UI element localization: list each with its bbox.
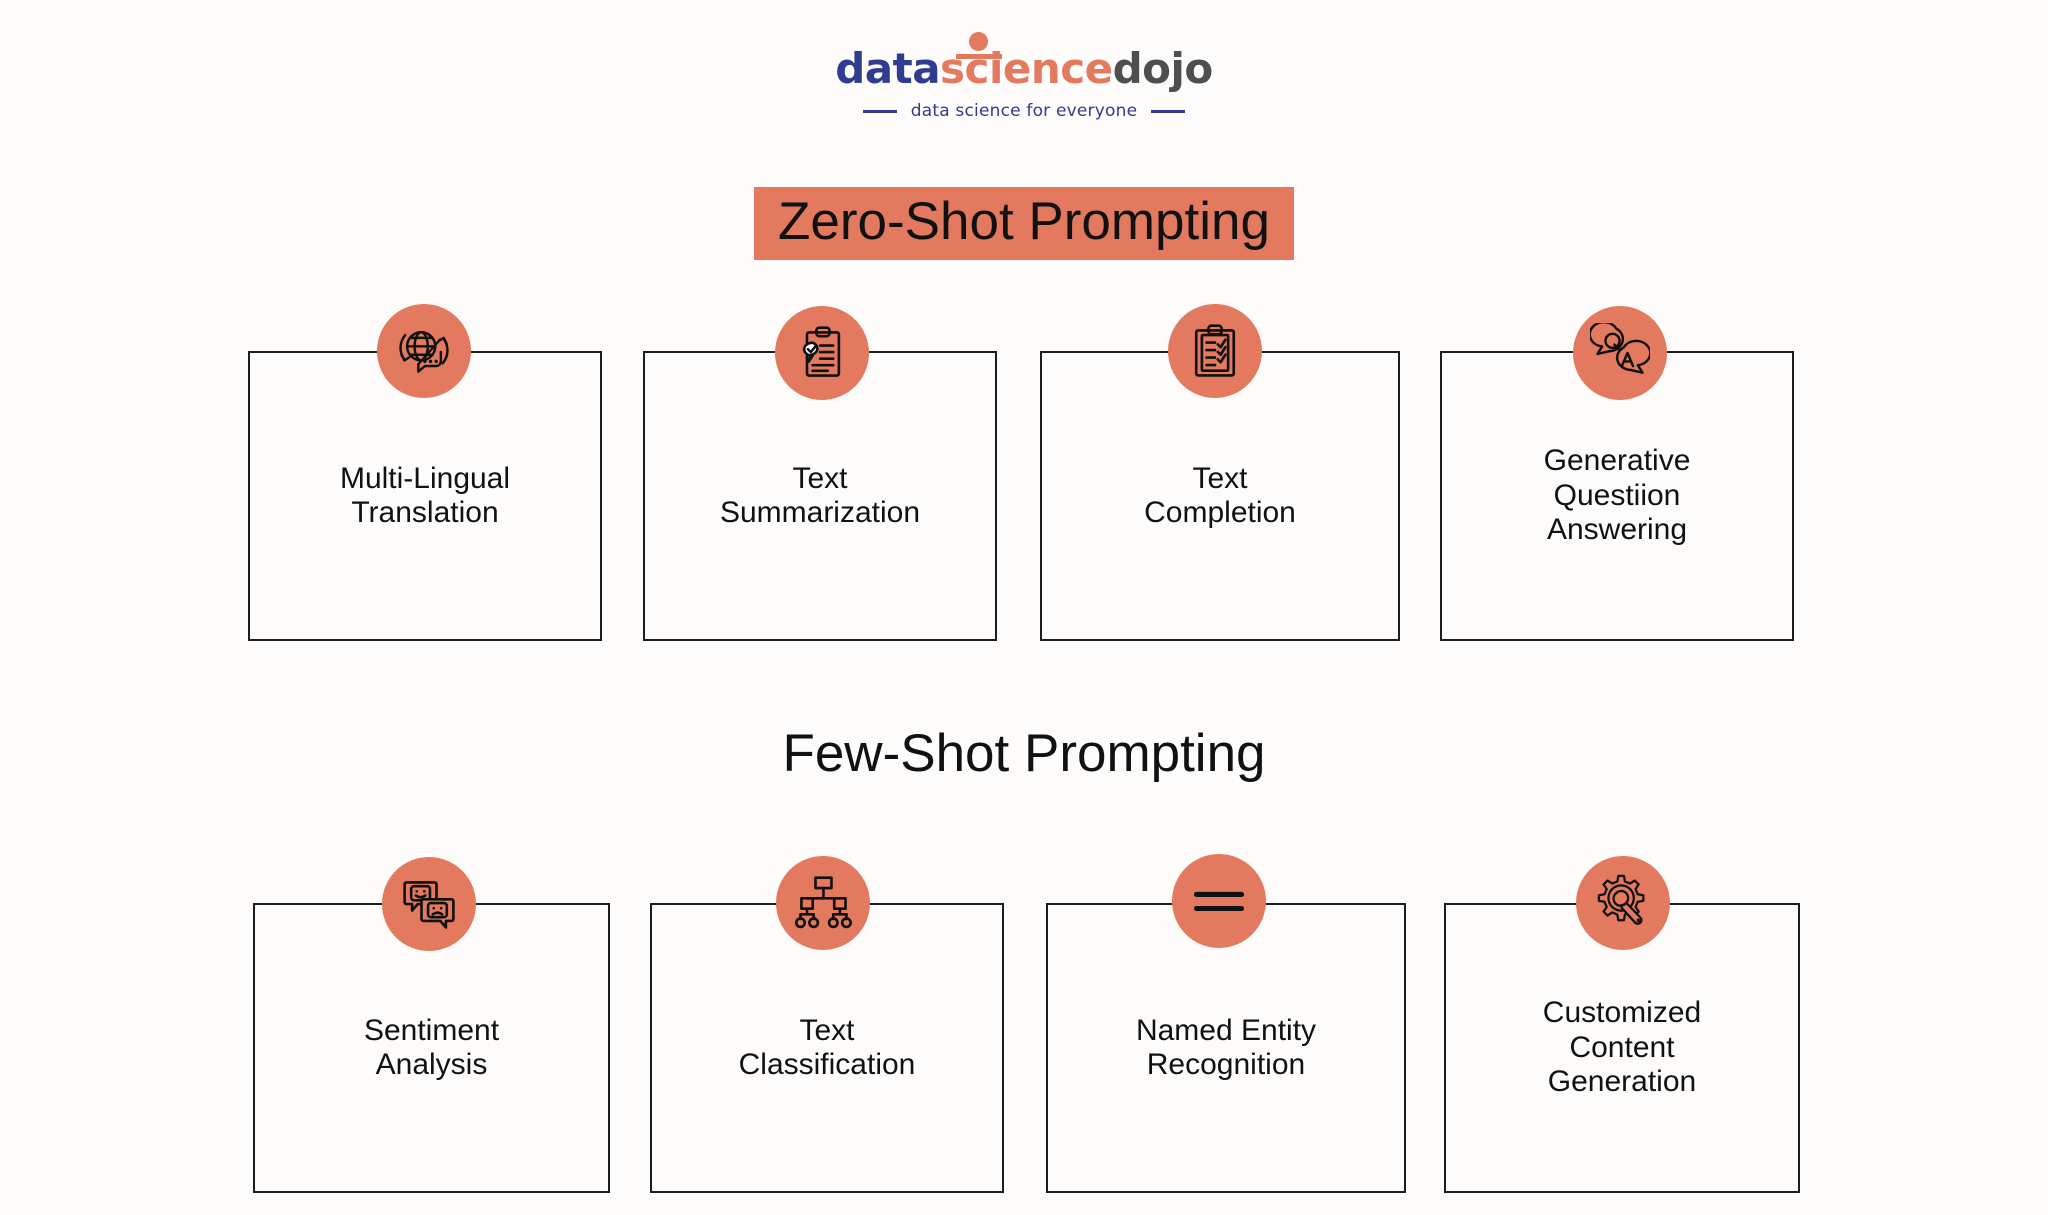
clipboard-check-icon [775,306,869,400]
card-row-few-shot: Sentiment Analysis Text Classification [0,854,2048,1200]
brand-logo: datasciencedojo data science for everyon… [0,32,2048,121]
qa-speech-bubbles-icon [1573,306,1667,400]
logo-tagline: data science for everyone [862,101,1186,121]
card-label: Sentiment Analysis [363,1013,500,1082]
card-text-completion[interactable]: Text Completion [1040,351,1400,641]
gear-wrench-icon [1576,856,1670,950]
card-label: Generative Questiion Answering [1543,444,1691,547]
logo-text-science: science [940,44,1113,93]
card-text-summarization[interactable]: Text Summarization [643,351,997,641]
card-customized-content-generation[interactable]: Customized Content Generation [1444,903,1800,1193]
logo-wordmark: datasciencedojo [835,32,1213,90]
card-label: Text Summarization [719,461,921,530]
card-label: Text Classification [738,1013,916,1082]
hierarchy-tree-icon [776,856,870,950]
section-heading-few-shot-text: Few-Shot Prompting [782,724,1266,783]
section-heading-few-shot: Few-Shot Prompting [0,725,2048,782]
card-label: Text Completion [1144,461,1296,530]
tagline-rule-left [862,109,897,113]
card-named-entity-recognition[interactable]: Named Entity Recognition [1046,903,1406,1193]
card-text-classification[interactable]: Text Classification [650,903,1004,1193]
tagline-text: data science for everyone [910,101,1138,121]
card-label: Named Entity Recognition [1135,1013,1317,1082]
logo-text-dojo: dojo [1112,44,1214,93]
card-row-zero-shot: Multi-Lingual Translation Text Summariza… [0,304,2048,648]
clipboard-checklist-icon [1168,304,1262,398]
section-heading-zero-shot: Zero-Shot Prompting [0,187,2048,261]
globe-translate-icon [377,304,471,398]
two-bars-icon [1172,854,1266,948]
card-label: Customized Content Generation [1542,996,1702,1099]
tagline-rule-right [1151,109,1186,113]
section-heading-zero-shot-text: Zero-Shot Prompting [754,187,1294,261]
card-label: Multi-Lingual Translation [339,461,511,530]
smiley-sad-bubbles-icon [382,857,476,951]
card-sentiment-analysis[interactable]: Sentiment Analysis [253,903,610,1193]
logo-text-data: data [835,44,941,93]
